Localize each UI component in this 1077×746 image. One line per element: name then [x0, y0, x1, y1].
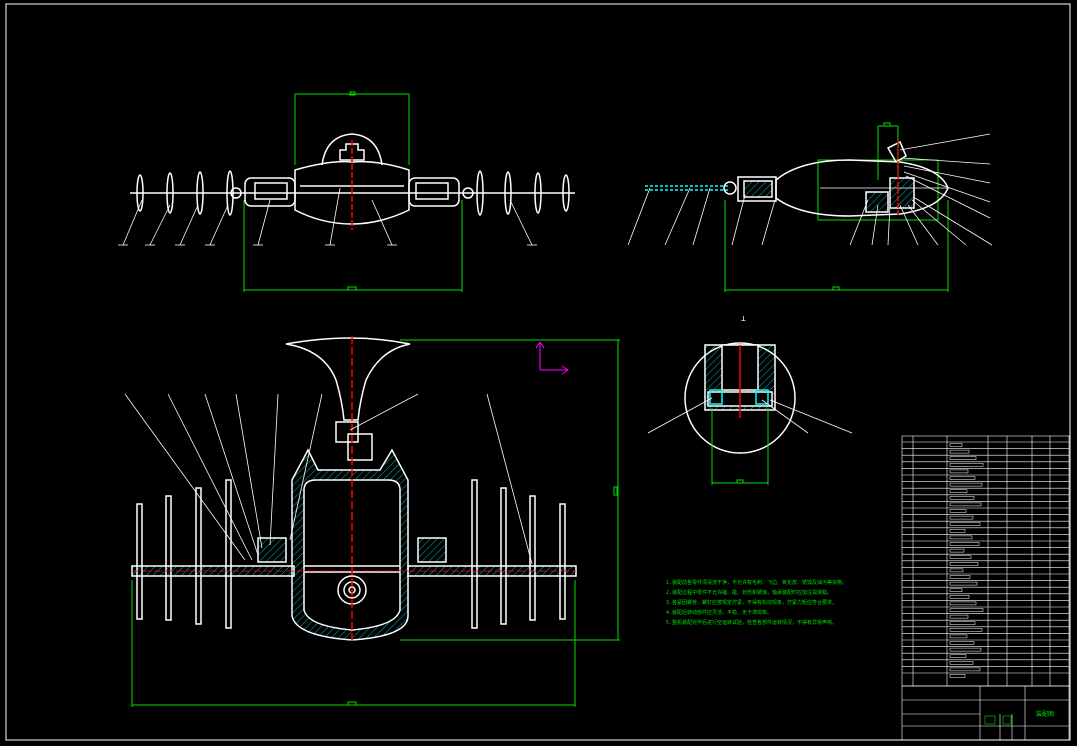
- parts-list-cell: [949, 456, 977, 460]
- note-line: 4.装配后转动部件应灵活、平稳、无卡滞现象。: [666, 610, 773, 616]
- parts-list-cell: [949, 482, 983, 487]
- parts-list-cell: [949, 562, 979, 566]
- parts-list-cell: [949, 654, 967, 658]
- parts-list-cell: [949, 621, 976, 625]
- front-view: [118, 91, 575, 292]
- section-view: [124, 336, 620, 707]
- parts-list-cell: [949, 469, 969, 474]
- parts-list-cell: [949, 595, 970, 599]
- parts-list-cell: [949, 496, 975, 500]
- sheet-border: [5, 3, 1071, 741]
- parts-list-cell: [949, 667, 981, 672]
- parts-list-cell: [949, 588, 963, 592]
- parts-list-cell: [949, 628, 983, 632]
- parts-list-cell: [949, 661, 974, 665]
- note-line: 5.整机装配完毕后进行空运转试验，检查各部件运转情况，不得有异常声响。: [666, 620, 838, 626]
- parts-list-cell: [949, 522, 981, 526]
- title-block: [901, 685, 1070, 741]
- parts-list-cell: [949, 509, 967, 513]
- detail-view: [647, 342, 853, 485]
- section-view-dimensions: [131, 339, 620, 707]
- parts-list-cell: [949, 581, 978, 586]
- parts-list-cell: [949, 502, 982, 507]
- side-view: [627, 122, 993, 292]
- parts-list-cell: [949, 674, 966, 678]
- parts-list-cell: [949, 601, 977, 606]
- parts-list-cell: [949, 542, 980, 546]
- note-line: 2.装配过程中零件不允许磕、碰、划伤和锈蚀，轴承装配时应加注润滑脂。: [666, 590, 833, 596]
- parts-list-cell: [949, 529, 966, 533]
- parts-list-cell: [949, 548, 965, 553]
- parts-list-cell: [949, 449, 970, 454]
- axis-indicator: [535, 341, 569, 375]
- parts-list-cell: [949, 568, 964, 573]
- note-line: 3.各紧固螺栓、螺钉应按规定拧紧，不得有松动现象，拧紧力矩应符合要求。: [666, 600, 838, 606]
- parts-list-cell: [949, 608, 984, 612]
- parts-list-cell: [949, 489, 968, 493]
- parts-list-cell: [949, 443, 963, 447]
- parts-list-cell: [949, 515, 974, 520]
- drawing-title: 装配图: [1036, 711, 1055, 718]
- technical-notes: 1.装配前各零件须清洗干净，不允许有毛刺、飞边、氧化皮、锈蚀及油污等杂物。 2.…: [666, 578, 896, 628]
- parts-list-cell: [949, 535, 973, 540]
- parts-list-cell: [949, 641, 975, 645]
- parts-list-cell: [949, 463, 984, 467]
- parts-list-cell: [949, 476, 976, 480]
- parts-list-cell: [949, 634, 968, 639]
- note-line: 1.装配前各零件须清洗干净，不允许有毛刺、飞边、氧化皮、锈蚀及油污等杂物。: [666, 580, 848, 586]
- parts-list-cell: [949, 614, 969, 619]
- parts-list: [901, 435, 1070, 687]
- section-marker: ⊥: [741, 314, 746, 323]
- parts-list-cell: [949, 647, 982, 652]
- parts-list-cell: [949, 555, 972, 559]
- parts-list-cell: [949, 575, 971, 579]
- front-view-dimensions: [243, 91, 463, 292]
